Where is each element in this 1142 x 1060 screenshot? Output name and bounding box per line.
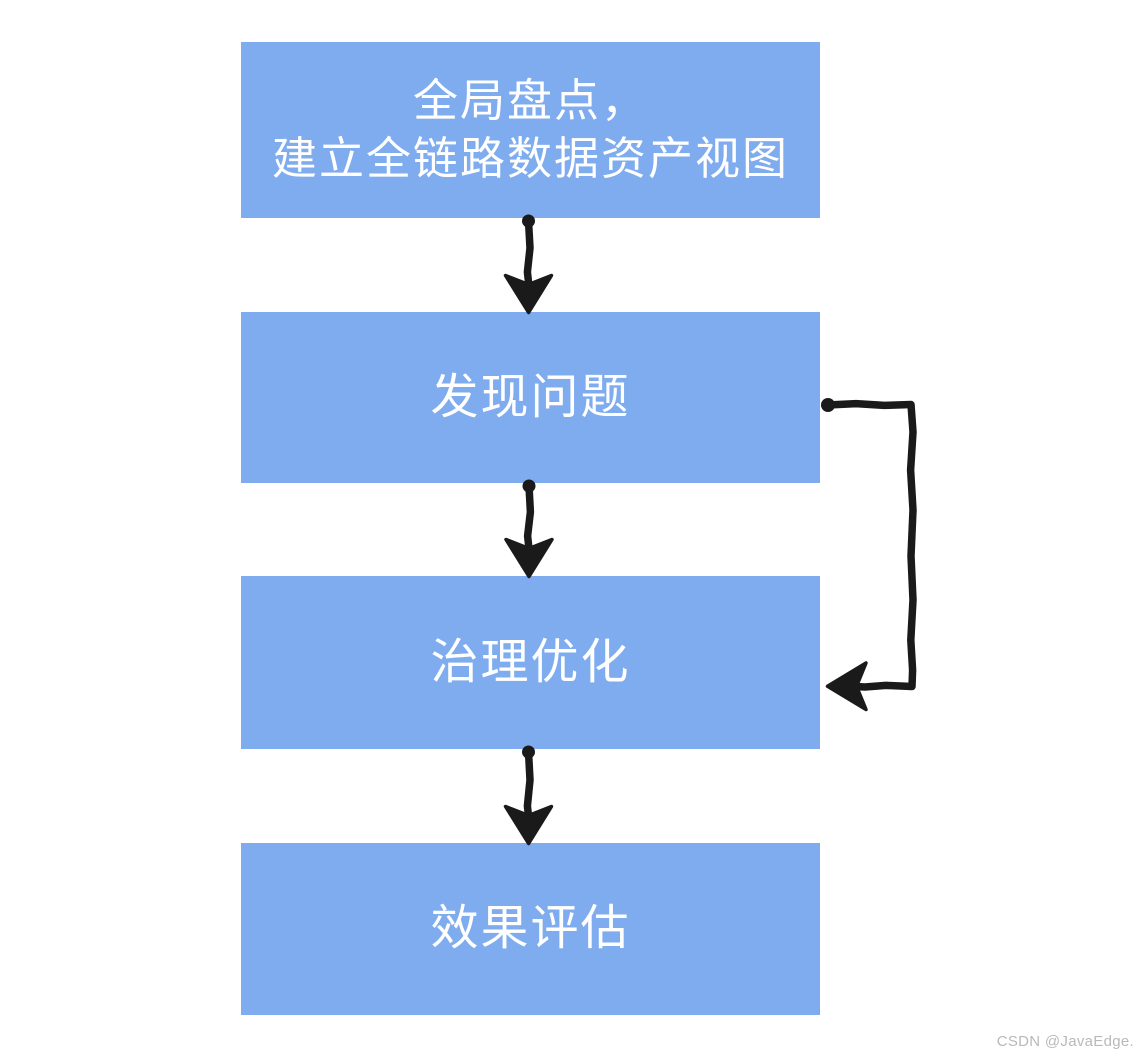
- flow-node-global-inventory[interactable]: 全局盘点， 建立全链路数据资产视图: [241, 42, 820, 218]
- flow-node-label: 全局盘点， 建立全链路数据资产视图: [271, 74, 789, 185]
- flow-node-discover-problem[interactable]: 发现问题: [241, 312, 820, 483]
- flow-node-label: 治理优化: [430, 633, 631, 690]
- flow-arrow-3-to-4: [503, 745, 554, 846]
- flow-node-label: 发现问题: [430, 368, 631, 425]
- flow-arrow-1-to-2: [503, 214, 554, 315]
- flow-node-effect-evaluation[interactable]: 效果评估: [241, 843, 820, 1015]
- flow-arrow-2-to-3: [504, 479, 554, 579]
- watermark-label: CSDN @JavaEdge.: [996, 1033, 1134, 1050]
- flow-node-label: 效果评估: [430, 900, 631, 957]
- flow-node-governance-optimization[interactable]: 治理优化: [241, 576, 820, 749]
- flow-arrow-feedback-loop: [821, 398, 917, 712]
